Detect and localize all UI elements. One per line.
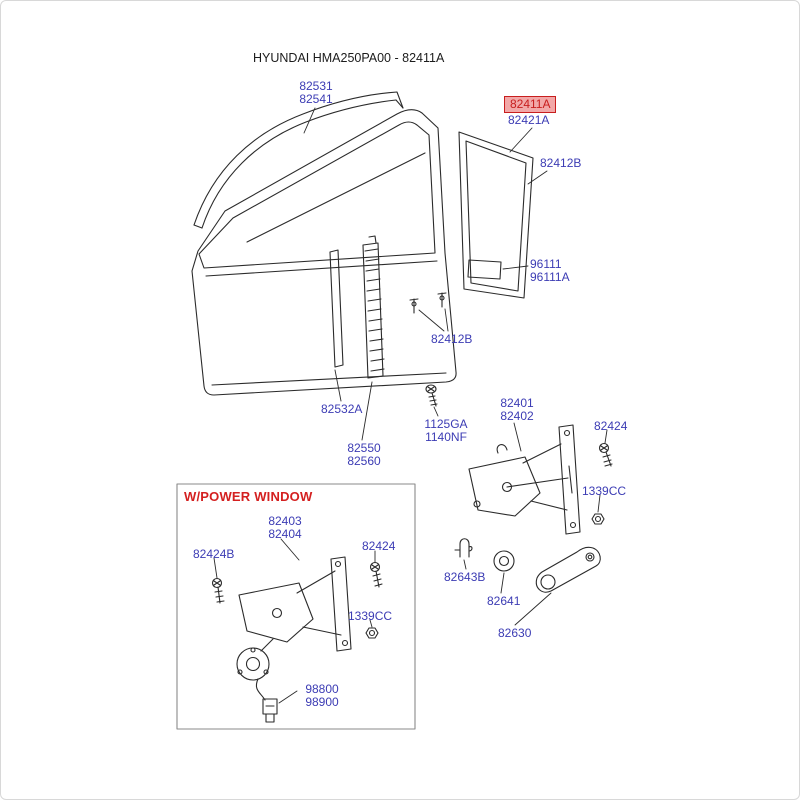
power-window-box-frame (176, 483, 416, 730)
part-label-82411a-highlighted[interactable]: 82411A (504, 96, 557, 113)
bolt-82424b (211, 577, 225, 604)
part-label-82532a[interactable]: 82532A (321, 402, 363, 416)
part-number: 82402 (500, 409, 534, 423)
part-number: 96111 (530, 257, 562, 271)
part-label-1339cc-box[interactable]: 1339CC (348, 609, 393, 623)
part-label-82412b-right[interactable]: 82412B (540, 156, 582, 170)
power-window-section-title: W/POWER WINDOW (184, 489, 313, 504)
nut-1339cc-right (591, 513, 605, 525)
part-label-82643b[interactable]: 82643B (444, 570, 486, 584)
part-number: 96111A (530, 270, 570, 284)
part-label-82401-82402[interactable]: 82401 82402 (494, 397, 540, 423)
part-number: 82541 (299, 92, 333, 106)
part-label-82424-right[interactable]: 82424 (594, 419, 628, 433)
door-glass (458, 131, 534, 299)
power-regulator-82403 (238, 556, 352, 652)
bolt-82424-box (369, 561, 383, 588)
part-label-82641[interactable]: 82641 (487, 594, 521, 608)
manual-regulator-82401 (468, 424, 581, 535)
part-number: 82404 (268, 527, 302, 541)
part-label-82424-box[interactable]: 82424 (362, 539, 396, 553)
crank-handle-82630 (535, 546, 601, 593)
glass-run-channel-82532a (329, 249, 344, 368)
leader-lines (213, 107, 608, 704)
part-number: 82401 (500, 396, 534, 410)
part-label-82630[interactable]: 82630 (498, 626, 532, 640)
part-number: 1140NF (425, 430, 467, 444)
part-label-82550-82560[interactable]: 82550 82560 (341, 442, 387, 468)
part-number: 82531 (299, 79, 333, 93)
mount-clips-82412b (409, 292, 447, 314)
part-number: 82550 (347, 441, 381, 455)
screw-1125ga (425, 384, 438, 407)
part-number: 98800 (305, 682, 339, 696)
nut-1339cc-box (365, 627, 379, 639)
part-number: 82403 (268, 514, 302, 528)
part-label-82403-82404[interactable]: 82403 82404 (262, 515, 308, 541)
part-label-82412b-clips[interactable]: 82412B (431, 332, 473, 346)
motor-98800 (236, 647, 278, 723)
diagram-title: HYUNDAI HMA250PA00 - 82411A (253, 51, 445, 65)
part-label-1339cc-right[interactable]: 1339CC (582, 484, 627, 498)
part-number: 1125GA (424, 417, 468, 431)
clip-82643b (454, 538, 473, 558)
part-label-96111-96111a[interactable]: 96111 96111A (530, 258, 570, 284)
part-label-82421a[interactable]: 82421A (508, 113, 550, 127)
glass-film-96111 (467, 259, 502, 280)
part-label-1125ga-1140nf[interactable]: 1125GA 1140NF (421, 418, 471, 444)
part-number: 98900 (305, 695, 339, 709)
door-frame-molding (193, 91, 404, 229)
center-channel-82550 (362, 235, 385, 379)
door-panel (191, 109, 457, 396)
escutcheon-82641 (493, 550, 515, 572)
part-label-82531-82541[interactable]: 82531 82541 (291, 80, 341, 106)
part-label-82424b[interactable]: 82424B (193, 547, 235, 561)
bolt-82424-right (598, 442, 613, 467)
part-label-98800-98900[interactable]: 98800 98900 (299, 683, 345, 709)
part-number: 82560 (347, 454, 381, 468)
